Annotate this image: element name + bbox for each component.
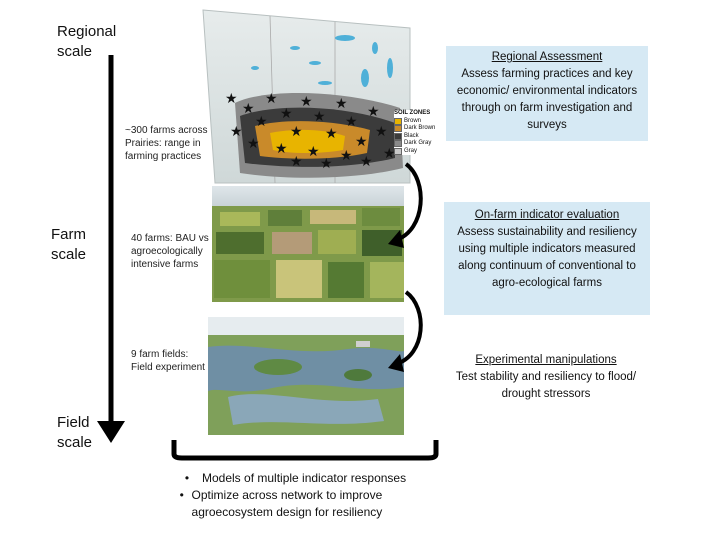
- regional-assessment-box: Regional Assessment Assess farming pract…: [446, 46, 648, 141]
- bullet-dot: •: [184, 471, 190, 485]
- svg-text:★: ★: [265, 91, 278, 107]
- legend-label: Dark Brown: [404, 125, 436, 131]
- onfarm-evaluation-title: On-farm indicator evaluation: [474, 209, 620, 221]
- svg-text:★: ★: [242, 101, 255, 117]
- bullet-text: Models of multiple indicator responses: [202, 471, 407, 485]
- svg-text:★: ★: [290, 154, 303, 170]
- farm-aerial-photo: [212, 186, 404, 302]
- svg-text:★: ★: [367, 104, 380, 120]
- svg-text:★: ★: [320, 156, 333, 172]
- svg-text:★: ★: [290, 124, 303, 140]
- svg-text:★: ★: [360, 154, 373, 170]
- experimental-box: Experimental manipulations Test stabilit…: [455, 352, 637, 403]
- svg-text:★: ★: [300, 94, 313, 110]
- svg-text:★: ★: [313, 109, 326, 125]
- legend-swatch: [394, 132, 402, 140]
- bullet-dot: •: [179, 488, 184, 502]
- note-40-farms: 40 farms: BAU vs agroecologically intens…: [131, 233, 209, 270]
- bottom-bullets: • Models of multiple indicator responses…: [172, 470, 442, 521]
- svg-text:★: ★: [307, 144, 320, 160]
- svg-text:★: ★: [247, 136, 260, 152]
- regional-scale-label: Regional scale: [57, 23, 117, 60]
- svg-text:★: ★: [255, 114, 268, 130]
- prairie-map: ★★★ ★★★ ★★★ ★★★ ★★★ ★★★ ★★★ ★★★: [202, 9, 411, 184]
- bullet-item: • Optimize across network to improve agr…: [172, 487, 442, 521]
- legend-swatch: [394, 140, 402, 148]
- bullet-item: • Models of multiple indicator responses: [172, 470, 442, 487]
- farm-scale-label: Farm scale: [51, 226, 87, 263]
- svg-text:★: ★: [230, 124, 243, 140]
- legend-swatch: [394, 117, 402, 125]
- onfarm-evaluation-box: On-farm indicator evaluation Assess sust…: [444, 202, 650, 315]
- field-flood-photo: [208, 317, 404, 435]
- svg-text:★: ★: [375, 124, 388, 140]
- legend-item: Brown: [394, 118, 442, 126]
- svg-text:★: ★: [345, 114, 358, 130]
- curved-arrows: [388, 162, 423, 372]
- onfarm-evaluation-text: Assess sustainability and resiliency usi…: [457, 226, 637, 289]
- bullet-text: Optimize across network to improve agroe…: [191, 488, 383, 519]
- legend-item: Dark Brown: [394, 125, 442, 133]
- legend-label: Brown: [404, 117, 422, 124]
- regional-assessment-title: Regional Assessment: [491, 51, 603, 63]
- legend-label: Dark Gray: [404, 140, 432, 146]
- experimental-title: Experimental manipulations: [475, 354, 617, 366]
- bottom-bracket: [171, 440, 439, 461]
- field-scale-label: Field scale: [57, 414, 93, 451]
- legend-swatch: [394, 125, 402, 133]
- svg-text:★: ★: [275, 141, 288, 157]
- note-9-fields: 9 farm fields: Field experiment: [131, 349, 205, 373]
- svg-text:★: ★: [280, 106, 293, 122]
- legend-swatch: [394, 147, 402, 155]
- svg-text:★: ★: [383, 146, 396, 162]
- legend-label: Black: [404, 132, 419, 139]
- svg-text:★: ★: [355, 134, 368, 150]
- legend-item: Gray: [394, 148, 442, 156]
- legend-title: SOIL ZONES: [394, 110, 431, 116]
- experimental-text: Test stability and resiliency to flood/ …: [455, 371, 637, 400]
- regional-assessment-text: Assess farming practices and key economi…: [456, 68, 638, 131]
- note-300-farms: ~300 farms across Prairies: range in far…: [125, 125, 208, 162]
- svg-text:★: ★: [335, 96, 348, 112]
- legend-item: Black: [394, 133, 442, 141]
- legend-label: Gray: [404, 147, 418, 154]
- legend-item: Dark Gray: [394, 140, 442, 148]
- svg-text:★: ★: [340, 148, 353, 164]
- svg-text:★: ★: [225, 91, 238, 107]
- scale-arrow: [97, 55, 125, 443]
- svg-text:★: ★: [325, 126, 338, 142]
